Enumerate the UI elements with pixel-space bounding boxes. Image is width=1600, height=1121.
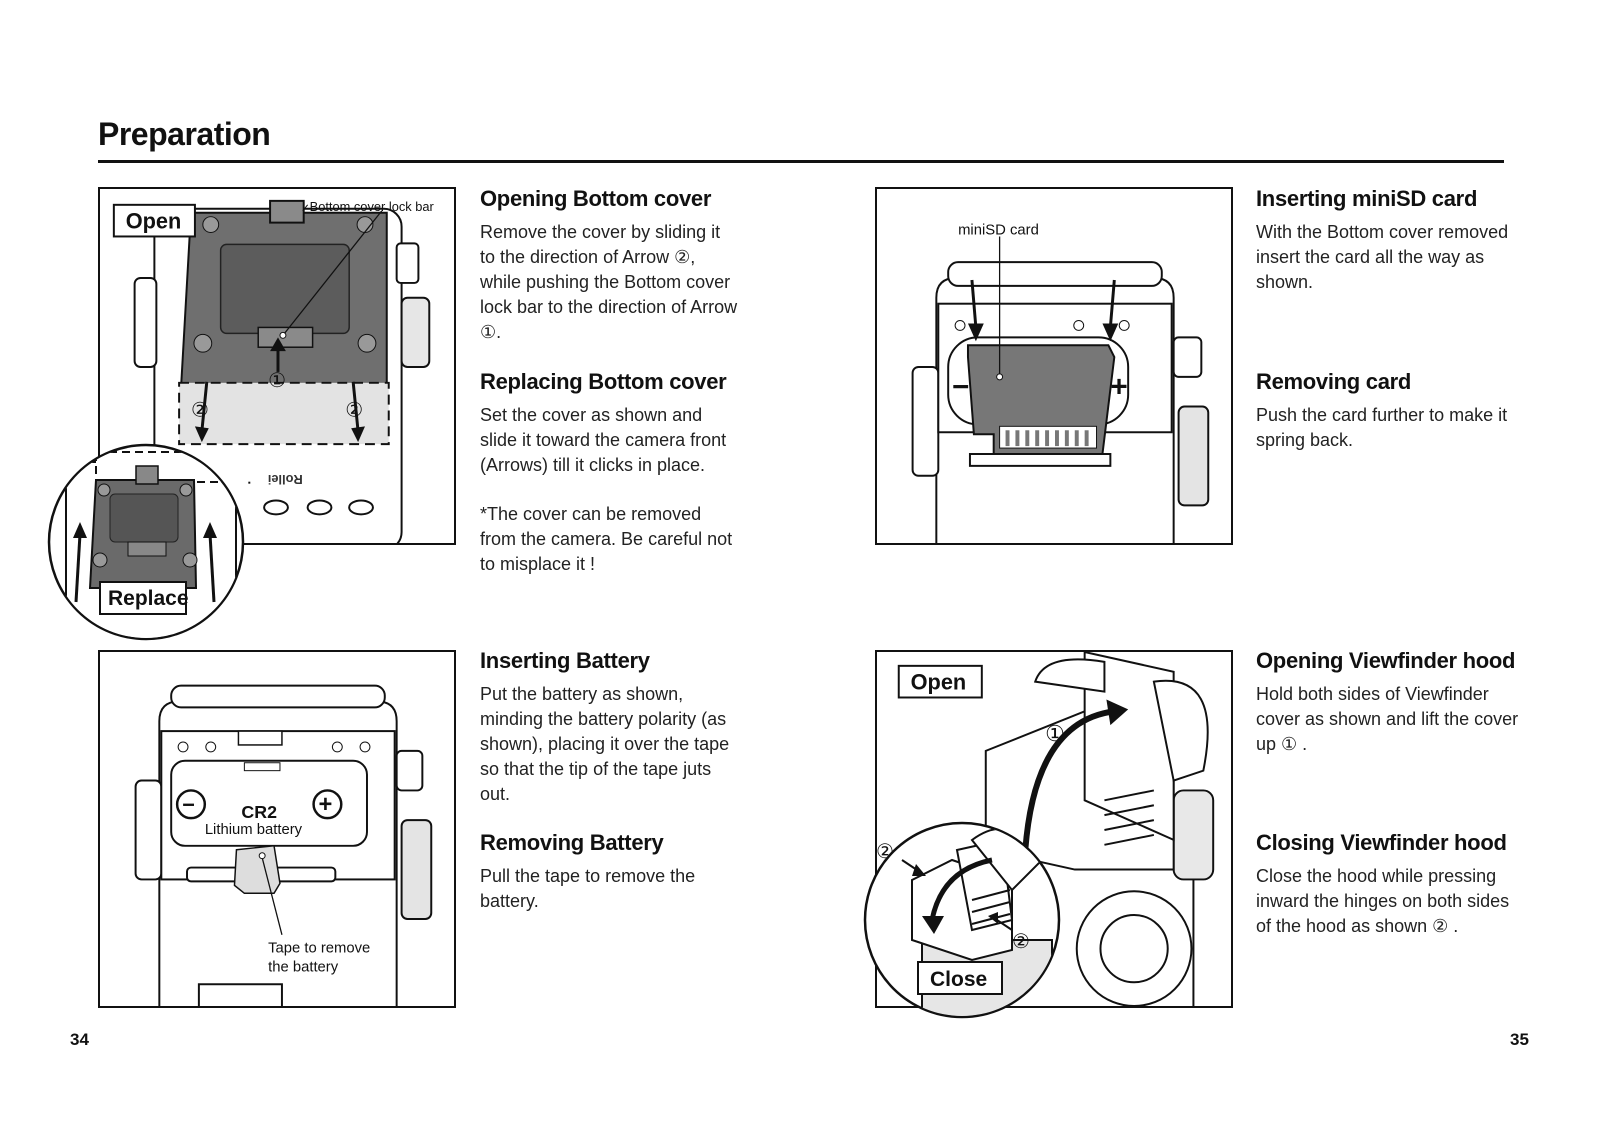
bottom-cover-illustration: Rollei Bottom cover lock bar ① ② ② Open: [112, 199, 435, 543]
inset-replace-cover: Replace: [46, 442, 246, 642]
section-body: Pull the tape to remove the battery.: [480, 866, 696, 911]
tag-open: Open: [911, 670, 967, 695]
page-title: Preparation: [98, 116, 271, 152]
section-note: *The cover can be removed from the camer…: [480, 504, 733, 574]
svg-text:+: +: [1110, 371, 1127, 404]
battery-type: Lithium battery: [205, 822, 303, 838]
marker-2-right: ②: [345, 399, 363, 421]
section-body: Remove the cover by sliding it to the di…: [480, 222, 738, 342]
section-heading: Removing card: [1256, 369, 1412, 394]
tape-callout-1: Tape to remove: [268, 941, 370, 957]
section-heading: Replacing Bottom cover: [480, 369, 727, 394]
section-body: Push the card further to make it spring …: [1256, 405, 1508, 450]
section-opening-viewfinder: Opening Viewfinder hood Hold both sides …: [1256, 648, 1526, 757]
battery-plus: +: [319, 792, 333, 818]
battery-minus: −: [182, 792, 195, 817]
section-closing-viewfinder: Closing Viewfinder hood Close the hood w…: [1256, 830, 1526, 939]
battery-model: CR2: [241, 802, 277, 822]
tape-callout-2: the battery: [268, 959, 339, 975]
figure-battery: − + CR2 Lithium battery Tape to remove t…: [98, 650, 456, 1008]
section-heading: Removing Battery: [480, 830, 664, 855]
marker-1: ①: [1045, 721, 1065, 746]
figure-bottom-cover: Rollei Bottom cover lock bar ① ② ② Open: [98, 187, 456, 545]
section-heading: Opening Viewfinder hood: [1256, 648, 1516, 673]
section-replacing-bottom-cover: Replacing Bottom cover Set the cover as …: [480, 369, 740, 577]
section-removing-battery: Removing Battery Pull the tape to remove…: [480, 830, 740, 914]
minisd-callout: miniSD card: [958, 222, 1039, 238]
section-inserting-battery: Inserting Battery Put the battery as sho…: [480, 648, 740, 807]
section-heading: Inserting Battery: [480, 648, 650, 673]
brand-logo: Rollei: [268, 472, 303, 487]
section-body: Close the hood while pressing inward the…: [1256, 866, 1510, 936]
title-rule: [98, 160, 1504, 163]
page-number-right: 35: [1510, 1030, 1529, 1049]
section-inserting-minisd: Inserting miniSD card With the Bottom co…: [1256, 186, 1516, 295]
marker-2-top: ②: [876, 841, 894, 863]
marker-2-left: ②: [191, 399, 209, 421]
section-body: Set the cover as shown and slide it towa…: [480, 405, 727, 475]
figure-minisd: − + miniSD card: [875, 187, 1233, 545]
section-heading: Closing Viewfinder hood: [1256, 830, 1507, 855]
section-body: Hold both sides of Viewfinder cover as s…: [1256, 684, 1519, 754]
tag-close: Close: [930, 968, 987, 991]
section-opening-bottom-cover: Opening Bottom cover Remove the cover by…: [480, 186, 740, 345]
lock-bar-callout: Bottom cover lock bar: [310, 199, 435, 214]
section-body: With the Bottom cover removed insert the…: [1256, 222, 1509, 292]
tag-open: Open: [126, 209, 182, 234]
inset-close-hood: ② ② Close: [862, 820, 1062, 1020]
minisd-illustration: − + miniSD card: [911, 222, 1210, 543]
page-number-left: 34: [70, 1030, 89, 1049]
marker-1: ①: [268, 370, 286, 392]
battery-illustration: − + CR2 Lithium battery Tape to remove t…: [134, 684, 433, 1006]
svg-text:−: −: [952, 371, 969, 404]
section-removing-card: Removing card Push the card further to m…: [1256, 369, 1516, 453]
marker-2-bottom: ②: [1012, 931, 1030, 953]
section-body: Put the battery as shown, minding the ba…: [480, 684, 730, 804]
section-heading: Opening Bottom cover: [480, 186, 712, 211]
section-heading: Inserting miniSD card: [1256, 186, 1478, 211]
tag-replace: Replace: [108, 587, 189, 610]
